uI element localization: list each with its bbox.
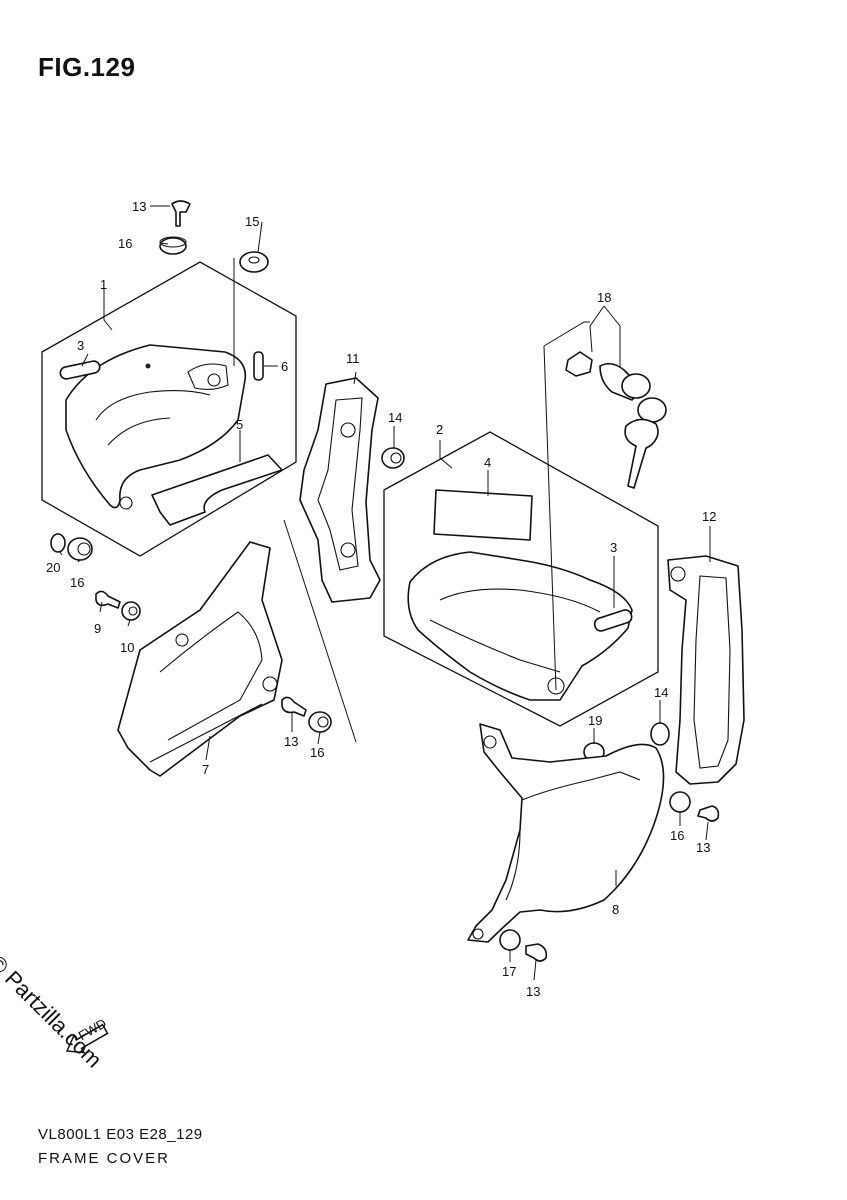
callout-13-right: 13 bbox=[696, 840, 710, 855]
callout-16-right: 16 bbox=[670, 828, 684, 843]
part-8-lower-right-cover bbox=[467, 723, 665, 943]
callout-5: 5 bbox=[236, 417, 243, 432]
part-4-label bbox=[433, 489, 533, 541]
part-15-cushion bbox=[239, 251, 269, 273]
callout-10: 10 bbox=[120, 640, 134, 655]
assembly-frame-left bbox=[41, 261, 297, 557]
part-14-cushion-center bbox=[381, 447, 405, 469]
callout-17: 17 bbox=[502, 964, 516, 979]
part-20-collar bbox=[50, 533, 66, 553]
model-code: VL800L1 E03 E28_129 bbox=[38, 1126, 203, 1143]
callout-13-bottom: 13 bbox=[526, 984, 540, 999]
part-5-seal-plate bbox=[151, 454, 283, 526]
part-17-grommet bbox=[499, 929, 521, 951]
part-2-right-frame-cover bbox=[407, 551, 633, 701]
callout-1: 1 bbox=[100, 277, 107, 292]
part-7-lower-cover bbox=[117, 541, 283, 777]
callout-7: 7 bbox=[202, 762, 209, 777]
callout-4: 4 bbox=[484, 455, 491, 470]
callout-9: 9 bbox=[94, 621, 101, 636]
callout-16-left: 16 bbox=[70, 575, 84, 590]
callout-20: 20 bbox=[46, 560, 60, 575]
callout-3-left: 3 bbox=[77, 338, 84, 353]
callout-16-top: 16 bbox=[118, 236, 132, 251]
callout-16-mid: 16 bbox=[310, 745, 324, 760]
part-13-screw-bottom bbox=[525, 943, 548, 962]
part-6-pin bbox=[253, 351, 264, 381]
callout-6: 6 bbox=[281, 359, 288, 374]
part-1-left-frame-cover bbox=[65, 344, 247, 509]
part-13-screw-right bbox=[697, 805, 720, 822]
callout-18: 18 bbox=[597, 290, 611, 305]
part-16-grommet-left bbox=[67, 537, 93, 561]
section-name: FRAME COVER bbox=[38, 1150, 171, 1167]
part-3-emblem-right bbox=[593, 609, 633, 632]
callout-11: 11 bbox=[346, 351, 360, 366]
callout-19: 19 bbox=[588, 713, 602, 728]
part-18-lock-washer bbox=[565, 351, 593, 377]
part-13-screw-mid bbox=[281, 696, 307, 717]
assembly-frame-right bbox=[383, 431, 659, 727]
callout-13-top: 13 bbox=[132, 199, 146, 214]
leader-lines bbox=[59, 205, 711, 981]
figure-title: FIG.129 bbox=[38, 52, 136, 82]
callout-13-mid: 13 bbox=[284, 734, 298, 749]
callout-2: 2 bbox=[436, 422, 443, 437]
part-3-emblem-left bbox=[59, 360, 101, 380]
callout-14-right: 14 bbox=[654, 685, 668, 700]
callout-8: 8 bbox=[612, 902, 619, 917]
part-12-bracket bbox=[667, 555, 745, 785]
callout-14-center: 14 bbox=[388, 410, 402, 425]
part-9-bolt bbox=[95, 590, 121, 609]
part-18-key bbox=[624, 418, 659, 489]
part-10-collar bbox=[121, 601, 141, 621]
part-16-grommet-right bbox=[669, 791, 691, 813]
callout-3-right: 3 bbox=[610, 540, 617, 555]
part-16-grommet-top bbox=[159, 237, 187, 255]
part-14-cushion-right bbox=[650, 722, 670, 746]
callout-15: 15 bbox=[245, 214, 259, 229]
part-13-screw-top bbox=[171, 200, 191, 227]
callout-12: 12 bbox=[702, 509, 716, 524]
forward-direction-arrow-icon bbox=[65, 1023, 109, 1054]
